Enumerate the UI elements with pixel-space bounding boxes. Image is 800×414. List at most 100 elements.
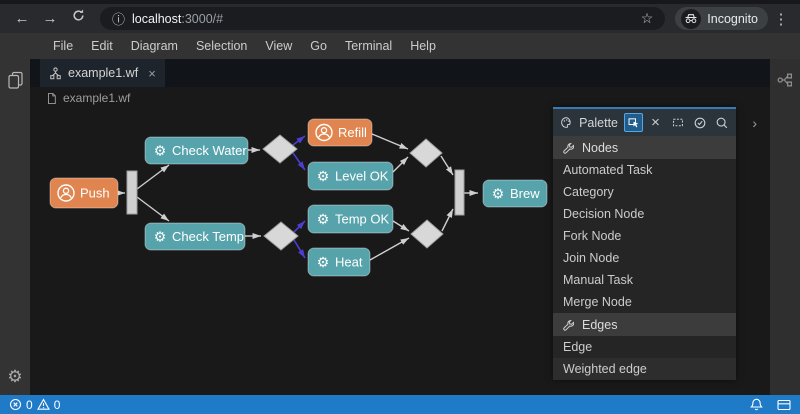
workflow-outline-icon[interactable] <box>777 72 793 88</box>
node-label: Level OK <box>335 169 389 184</box>
gear-icon: ⚙ <box>317 254 330 270</box>
fork-node[interactable] <box>126 170 138 215</box>
menu-help[interactable]: Help <box>410 39 436 53</box>
bell-icon[interactable] <box>750 398 763 411</box>
node-brew[interactable]: ⚙ Brew <box>482 179 548 208</box>
breadcrumb[interactable]: example1.wf <box>30 87 770 109</box>
palette-item-decision-node[interactable]: Decision Node <box>563 207 645 221</box>
node-label: Check Temp <box>172 229 244 244</box>
palette-title: Palette <box>579 115 618 130</box>
tab-close-icon[interactable]: × <box>148 65 156 81</box>
menu-file[interactable]: File <box>53 39 74 53</box>
incognito-label: Incognito <box>707 11 758 26</box>
tab-example1[interactable]: example1.wf × <box>40 59 165 87</box>
problems-indicator[interactable]: 0 0 <box>9 398 60 412</box>
node-level-ok[interactable]: ⚙ Level OK <box>307 161 394 191</box>
palette-icon <box>561 117 571 128</box>
diagram-canvas[interactable]: Push ⚙ Check Water ⚙ Check Temp <box>30 107 770 395</box>
warning-icon <box>36 398 50 410</box>
marquee-tool-icon[interactable] <box>668 113 687 132</box>
forward-icon[interactable]: → <box>42 9 58 27</box>
toggle-panel-icon[interactable] <box>777 399 791 411</box>
decision-node-water[interactable] <box>262 134 298 164</box>
palette-item-automated-task[interactable]: Automated Task <box>563 163 653 177</box>
breadcrumb-label: example1.wf <box>63 91 131 105</box>
palette-section-edges[interactable]: Edges <box>553 313 736 336</box>
palette-item-weighted-edge[interactable]: Weighted edge <box>553 358 736 380</box>
section-label: Nodes <box>582 140 619 155</box>
browser-toolbar: ← → ⓘ localhost:3000/# ☆ <box>0 0 800 33</box>
tab-bar: example1.wf × <box>30 59 770 87</box>
delete-tool-icon[interactable]: × <box>651 114 660 131</box>
node-label: Push <box>80 186 110 201</box>
weighted-edge-decision-refill <box>292 135 306 146</box>
menu-go[interactable]: Go <box>310 39 327 53</box>
palette-panel: Palette × <box>553 107 736 380</box>
gear-icon: ⚙ <box>317 168 330 184</box>
node-temp-ok[interactable]: ⚙ Temp OK <box>307 204 394 234</box>
node-label: Heat <box>335 255 363 270</box>
node-refill[interactable]: Refill <box>307 118 373 147</box>
node-push[interactable]: Push <box>49 177 119 209</box>
browser-menu-icon[interactable]: ⋮ <box>773 10 789 28</box>
node-label: Temp OK <box>335 212 390 227</box>
merge-node-temp[interactable] <box>410 219 444 249</box>
menu-edit[interactable]: Edit <box>91 39 113 53</box>
error-icon <box>9 398 22 411</box>
url-path: :3000/# <box>181 11 224 26</box>
selection-tool-icon[interactable] <box>624 113 643 132</box>
workbench: example1.wf × example1.wf <box>30 59 770 395</box>
url-host: localhost <box>132 11 182 26</box>
refresh-icon <box>72 9 84 21</box>
edge-merge-join <box>440 155 454 176</box>
node-heat[interactable]: ⚙ Heat <box>307 247 371 277</box>
edge-refill-merge <box>371 133 409 150</box>
validate-tool-icon[interactable] <box>690 113 709 132</box>
palette-toolbar: × <box>624 113 731 132</box>
url-text: localhost:3000/# <box>132 12 223 26</box>
error-count: 0 <box>26 397 33 412</box>
collapse-palette-icon[interactable]: › <box>752 115 757 131</box>
menu-selection[interactable]: Selection <box>195 39 248 53</box>
edge-levelok-merge <box>392 156 409 173</box>
wrench-icon <box>563 319 574 331</box>
palette-item-manual-task[interactable]: Manual Task <box>563 273 633 287</box>
edge-merge2-join <box>441 208 454 232</box>
join-node[interactable] <box>454 169 465 216</box>
workflow-file-icon <box>50 66 61 79</box>
gear-icon: ⚙ <box>492 186 505 202</box>
status-bar: 0 0 <box>0 395 800 414</box>
merge-node-water[interactable] <box>409 138 443 168</box>
decision-node-temp[interactable] <box>263 221 299 251</box>
weighted-edge-decision-heat <box>293 239 306 259</box>
back-icon[interactable]: ← <box>14 9 30 27</box>
palette-item-edge[interactable]: Edge <box>563 340 593 354</box>
palette-item-fork-node[interactable]: Fork Node <box>563 229 622 243</box>
palette-item-merge-node[interactable]: Merge Node <box>563 295 632 309</box>
menu-view[interactable]: View <box>265 39 293 53</box>
node-label: Check Water <box>172 143 247 158</box>
palette-header: Palette × <box>553 109 736 136</box>
info-icon[interactable]: ⓘ <box>112 12 126 27</box>
files-icon[interactable] <box>6 70 25 94</box>
gear-icon: ⚙ <box>154 143 167 159</box>
address-bar[interactable]: ⓘ localhost:3000/# ☆ <box>100 7 666 30</box>
warning-count: 0 <box>53 397 61 412</box>
workflow-diagram: Push ⚙ Check Water ⚙ Check Temp <box>49 118 548 277</box>
left-activity-bar: ⚙ <box>0 59 30 395</box>
search-tool-icon[interactable] <box>712 113 731 132</box>
refresh-icon[interactable] <box>66 7 90 31</box>
node-check-temp[interactable]: ⚙ Check Temp <box>144 222 246 251</box>
palette-item-join-node[interactable]: Join Node <box>563 251 620 265</box>
settings-gear-icon[interactable]: ⚙ <box>7 367 23 386</box>
bookmark-star-icon[interactable]: ☆ <box>640 10 654 26</box>
menu-diagram[interactable]: Diagram <box>130 39 178 53</box>
edge-fork-checkwater <box>136 164 170 190</box>
node-check-water[interactable]: ⚙ Check Water <box>144 136 249 165</box>
section-label: Edges <box>582 317 618 332</box>
palette-item-category[interactable]: Category <box>563 185 614 199</box>
tab-label: example1.wf <box>68 66 139 80</box>
menu-terminal[interactable]: Terminal <box>344 39 393 53</box>
palette-section-nodes[interactable]: Nodes <box>553 136 736 159</box>
